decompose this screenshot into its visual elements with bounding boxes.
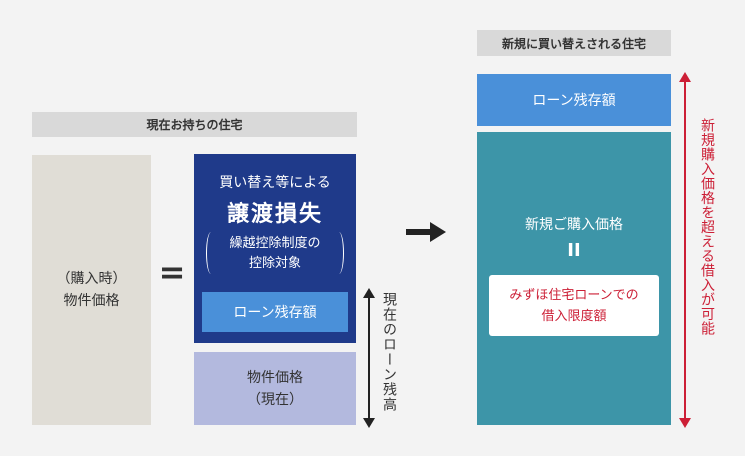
right-paren (334, 232, 344, 274)
current-price-line2: （現在） (247, 391, 303, 408)
mizuho-limit-line2: 借入限度額 (541, 308, 607, 324)
borrowing-over-price-label: 新規購入価格を超える借入が可能 (699, 118, 715, 336)
purchase-price-label-line1: （購入時） (56, 271, 127, 287)
transition-arrow (406, 222, 446, 242)
current-loan-arrow (363, 288, 375, 428)
loan-balance-box: ローン残存額 (202, 292, 348, 332)
new-home-header: 新規に買い替えされる住宅 (477, 30, 671, 56)
carryover-text: 繰越控除制度の 控除対象 (216, 234, 334, 274)
transfer-loss-box: 買い替え等による 譲渡損失 繰越控除制度の 控除対象 ローン残存額 (194, 154, 356, 343)
carryover-line1: 繰越控除制度の (229, 236, 321, 251)
current-price-line1: 物件価格 (247, 369, 303, 386)
equals-sign: = (158, 253, 186, 291)
transfer-loss-title-line2: 譲渡損失 (226, 202, 323, 227)
transfer-loss-title-line1: 買い替え等による (219, 175, 331, 191)
current-price-box: 物件価格 （現在） (194, 352, 356, 425)
purchase-price-box: （購入時） 物件価格 (32, 155, 151, 425)
mizuho-limit-box: みずほ住宅ローンでの 借入限度額 (489, 275, 659, 336)
left-paren (206, 232, 216, 274)
carryover-line2: 控除対象 (248, 256, 301, 271)
purchase-price-label-line2: 物件価格 (63, 293, 120, 309)
new-price-box: 新規ご購入価格 II みずほ住宅ローンでの 借入限度額 (477, 132, 671, 425)
current-loan-label: 現在のローン残高 (381, 292, 397, 412)
mizuho-limit-line1: みずほ住宅ローンでの (509, 287, 639, 303)
current-home-header: 現在お持ちの住宅 (32, 112, 357, 137)
new-price-equals: II (567, 240, 581, 261)
new-loan-balance-box: ローン残存額 (477, 74, 671, 126)
new-price-label: 新規ご購入価格 (525, 217, 623, 233)
borrowing-range-arrow (679, 72, 691, 428)
